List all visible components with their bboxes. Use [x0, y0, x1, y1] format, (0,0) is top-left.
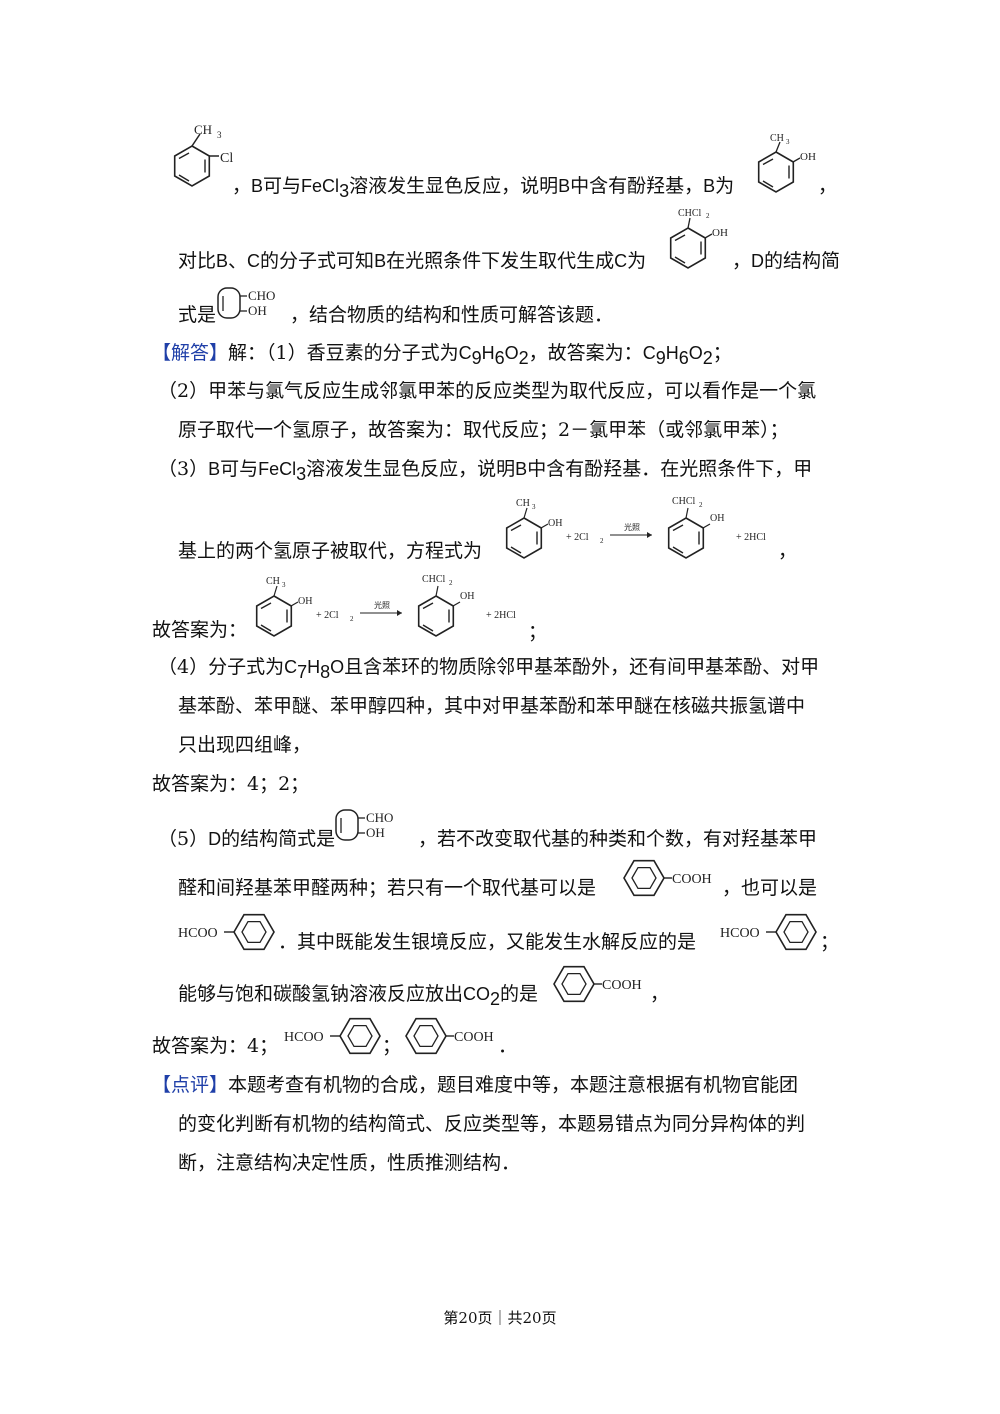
- svg-text:OH: OH: [548, 518, 562, 529]
- svg-text:3: 3: [532, 503, 536, 511]
- svg-text:OH: OH: [710, 513, 724, 524]
- text-line: ，D的结构简: [732, 250, 841, 272]
- svg-text:HCOO: HCOO: [720, 926, 760, 941]
- svg-text:OH: OH: [366, 825, 385, 840]
- text-line: 基苯酚、苯甲醚、苯甲醇四种，其中对甲基苯酚和苯甲醚在核磁共振氢谱中: [178, 695, 806, 717]
- text-line: 故答案为：: [152, 619, 248, 641]
- benzoic-acid-structure: COOH: [623, 859, 712, 897]
- text-line: 式是: [178, 304, 217, 326]
- text-line: ．: [498, 1035, 518, 1057]
- svg-text:3: 3: [217, 130, 222, 140]
- svg-text:CH: CH: [266, 576, 280, 587]
- text-line: 故答案为：4；2；: [152, 773, 310, 795]
- text-line: ，: [778, 540, 798, 562]
- text-line: ．其中既能发生银境反应，又能发生水解反应的是: [278, 931, 697, 953]
- phenyl-formate-structure: HCOO: [178, 913, 275, 951]
- svg-text:CH: CH: [516, 498, 530, 509]
- review-line-1: 【点评】本题考查有机物的合成，题目难度中等，本题注意根据有机物官能团: [152, 1074, 799, 1096]
- svg-text:+ 2Cl: + 2Cl: [316, 610, 339, 621]
- benzoic-acid-structure-2: COOH: [553, 965, 642, 1003]
- text-line: ，: [650, 983, 670, 1005]
- svg-text:CH: CH: [194, 122, 212, 137]
- svg-text:+ 2Cl: + 2Cl: [566, 532, 589, 543]
- text-line: 对比B、C的分子式可知B在光照条件下发生取代生成C为: [178, 250, 647, 272]
- text-line: ，: [818, 175, 838, 197]
- svg-text:光照: 光照: [374, 600, 390, 610]
- svg-text:OH: OH: [460, 591, 474, 602]
- o-chlorotoluene-structure: CH 3 Cl: [173, 122, 233, 187]
- page-footer: 第20页｜共20页: [443, 1309, 557, 1327]
- svg-text:2: 2: [350, 615, 354, 623]
- svg-text:CHCl: CHCl: [422, 574, 446, 585]
- text-line: ，也可以是: [722, 877, 818, 899]
- svg-text:COOH: COOH: [602, 978, 642, 993]
- svg-text:CHCl: CHCl: [678, 208, 702, 219]
- svg-text:3: 3: [282, 581, 286, 589]
- svg-text:COOH: COOH: [454, 1030, 494, 1045]
- svg-text:COOH: COOH: [672, 872, 712, 887]
- text-line: （5）D的结构简式是: [158, 828, 336, 850]
- svg-text:CHCl: CHCl: [672, 496, 696, 507]
- answer-tag: 【解答】: [152, 342, 229, 364]
- d-compound-structure-2: CHO OH: [335, 809, 393, 841]
- svg-text:+ 2HCl: + 2HCl: [736, 532, 766, 543]
- review-tag: 【点评】: [152, 1074, 229, 1096]
- text-line: 故答案为：4；: [152, 1035, 279, 1057]
- svg-text:3: 3: [786, 138, 790, 146]
- svg-text:2: 2: [600, 537, 604, 545]
- o-cresol-structure: CH 3 OH: [757, 133, 816, 193]
- text-line: ，若不改变取代基的种类和个数，有对羟基苯甲: [418, 828, 818, 850]
- text-line: ，B可与FeCl3溶液发生显色反应，说明B中含有酚羟基，B为: [232, 175, 735, 201]
- reaction-equation-1: CH 3 OH + 2Cl 2 光照 CHCl 2 OH + 2HCl: [505, 496, 766, 559]
- svg-text:+ 2HCl: + 2HCl: [486, 610, 516, 621]
- svg-text:CH: CH: [770, 133, 784, 144]
- text-line: （3）B可与FeCl3溶液发生显色反应，说明B中含有酚羟基．在光照条件下，甲: [158, 458, 813, 484]
- svg-text:Cl: Cl: [220, 151, 233, 166]
- reaction-equation-2: CH 3 OH + 2Cl 2 光照 CHCl 2 OH + 2HCl: [255, 574, 516, 637]
- text-line: 的变化判断有机物的结构简式、反应类型等，本题易错点为同分异构体的判: [178, 1113, 806, 1135]
- svg-text:2: 2: [699, 501, 703, 509]
- text-line: （4）分子式为C7H8O且含苯环的物质除邻甲基苯酚外，还有间甲基苯酚、对甲: [158, 656, 820, 682]
- svg-text:2: 2: [449, 579, 453, 587]
- svg-text:光照: 光照: [624, 522, 640, 532]
- text-line: 原子取代一个氢原子，故答案为：取代反应；2－氯甲苯（或邻氯甲苯）；: [178, 419, 789, 441]
- c-compound-structure: CHCl 2 OH: [669, 208, 728, 269]
- phenyl-formate-structure-2: HCOO: [720, 913, 817, 951]
- svg-text:OH: OH: [298, 596, 312, 607]
- phenyl-formate-structure-3: HCOO: [284, 1017, 381, 1055]
- text-line: ，结合物质的结构和性质可解答该题．: [290, 304, 614, 326]
- svg-text:HCOO: HCOO: [178, 926, 218, 941]
- text-line: 基上的两个氢原子被取代，方程式为: [178, 540, 483, 562]
- svg-text:OH: OH: [248, 303, 267, 318]
- d-compound-structure: CHO OH: [217, 287, 275, 319]
- text-line: ；: [382, 1035, 402, 1057]
- text-line: 只出现四组峰，: [178, 734, 312, 756]
- answer-line-1: 【解答】解：（1）香豆素的分子式为C9H6O2，故答案为：C9H6O2；: [152, 342, 732, 368]
- svg-text:HCOO: HCOO: [284, 1030, 324, 1045]
- svg-text:CHO: CHO: [248, 288, 275, 303]
- text-line: 醛和间羟基苯甲醛两种；若只有一个取代基可以是: [178, 877, 597, 899]
- text-line: 能够与饱和碳酸氢钠溶液反应放出CO2的是: [178, 983, 539, 1009]
- benzoic-acid-structure-3: COOH: [405, 1017, 494, 1055]
- text-line: （2）甲苯与氯气反应生成邻氯甲苯的反应类型为取代反应，可以看作是一个氯: [158, 380, 817, 402]
- svg-text:2: 2: [706, 212, 710, 220]
- text-line: 断，注意结构决定性质，性质推测结构．: [178, 1152, 521, 1174]
- svg-text:OH: OH: [712, 227, 728, 239]
- text-line: ；: [820, 931, 840, 953]
- text-line: ；: [528, 621, 548, 643]
- svg-text:OH: OH: [800, 151, 816, 163]
- svg-text:CHO: CHO: [366, 810, 393, 825]
